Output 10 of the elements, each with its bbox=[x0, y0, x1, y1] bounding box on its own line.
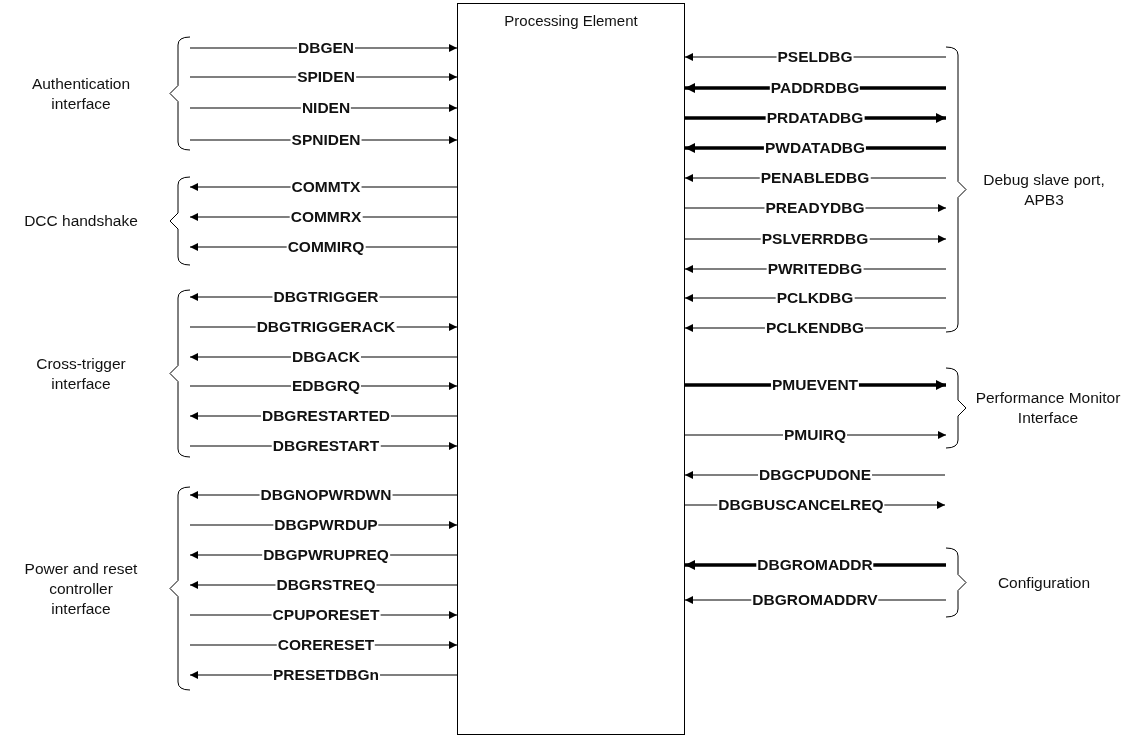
group-label: Configuration bbox=[996, 572, 1092, 593]
group-label: Performance Monitor Interface bbox=[974, 388, 1122, 428]
group-label: Debug slave port, APB3 bbox=[982, 169, 1106, 210]
group-label: DCC handshake bbox=[23, 211, 139, 231]
group-label: Authentication interface bbox=[30, 73, 132, 114]
block-title: Processing Element bbox=[503, 12, 639, 30]
signal-arrow bbox=[189, 104, 458, 112]
processing-block bbox=[457, 3, 685, 735]
group-label: Power and reset controller interface bbox=[23, 558, 139, 619]
group-label: Cross-trigger interface bbox=[35, 353, 127, 394]
